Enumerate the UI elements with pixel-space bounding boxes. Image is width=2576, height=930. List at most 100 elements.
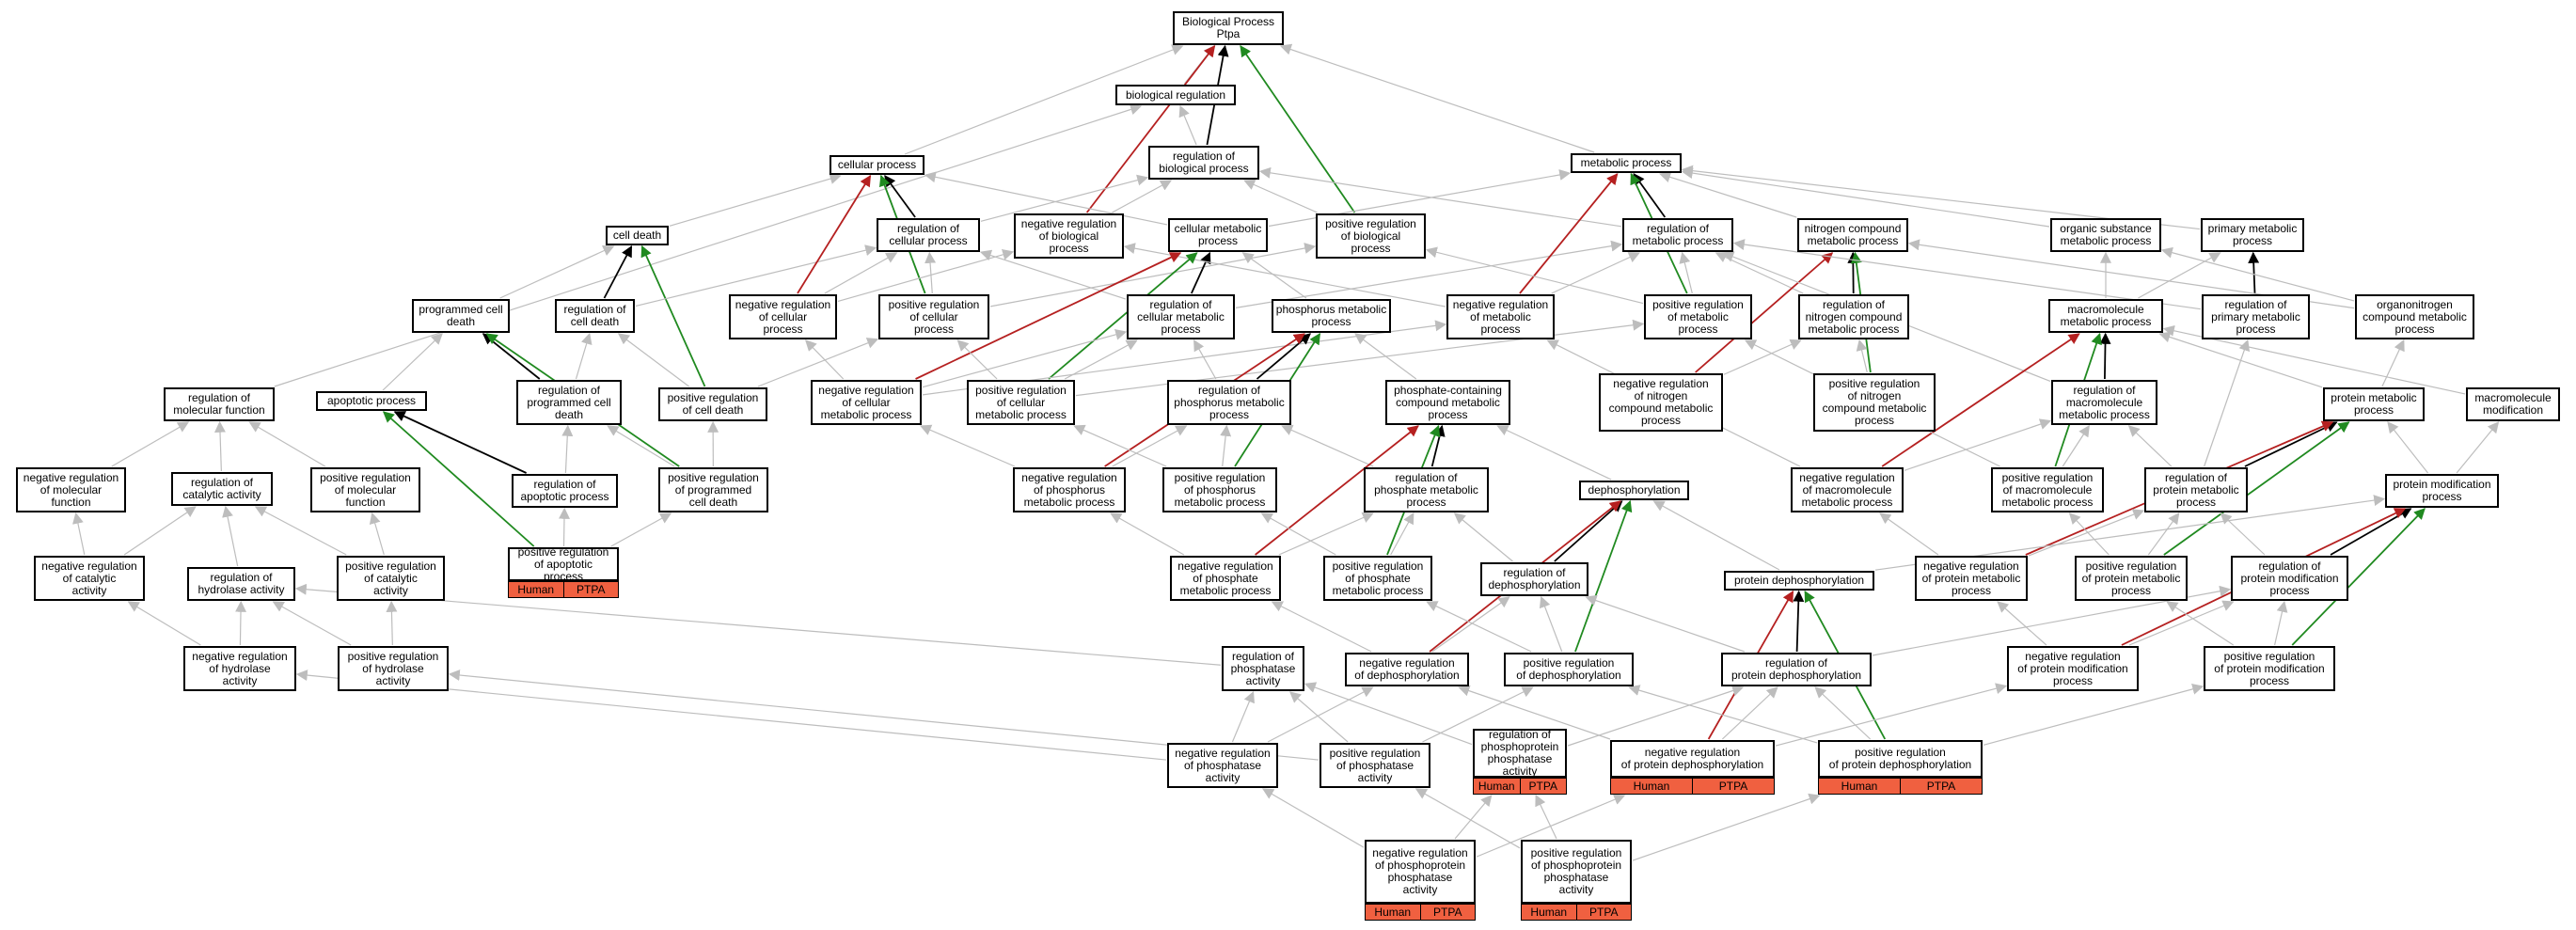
go-term-node[interactable]: metabolic process (1571, 153, 1682, 173)
go-term-node[interactable]: positive regulation of protein dephospho… (1818, 740, 1983, 778)
go-term-node[interactable]: regulation of phosphate metabolic proces… (1364, 467, 1489, 512)
go-term-node[interactable]: negative regulation of hydrolase activit… (183, 646, 296, 691)
go-term-node[interactable]: regulation of hydrolase activity (187, 567, 295, 601)
go-term-node[interactable]: negative regulation of protein dephospho… (1610, 740, 1775, 778)
go-term-node[interactable]: negative regulation of catalytic activit… (34, 556, 145, 601)
go-term-node[interactable]: protein modification process (2385, 474, 2499, 508)
go-term-node[interactable]: regulation of catalytic activity (171, 472, 273, 506)
go-term-node[interactable]: negative regulation of phosphoprotein ph… (1365, 840, 1476, 904)
go-term-node[interactable]: positive regulation of dephosphorylation (1504, 653, 1634, 686)
go-term-node[interactable]: positive regulation of cellular process (878, 294, 989, 339)
edge-is-a (1178, 104, 1197, 146)
go-term-node[interactable]: negative regulation of protein metabolic… (1915, 556, 2028, 601)
go-term-node[interactable]: regulation of protein dephosphorylation (1721, 653, 1872, 686)
go-term-node[interactable]: Biological Process Ptpa (1173, 11, 1284, 45)
go-term-node[interactable]: cellular process (830, 155, 925, 175)
go-term-node[interactable]: positive regulation of programmed cell d… (658, 467, 768, 512)
edge-is-a (1064, 339, 1138, 380)
edge-is-a (804, 339, 845, 380)
go-term-node[interactable]: programmed cell death (412, 299, 510, 333)
go-term-node[interactable]: negative regulation of cellular metaboli… (811, 380, 922, 425)
go-term-label: negative regulation of catalytic activit… (41, 559, 137, 597)
go-term-node[interactable]: phosphorus metabolic process (1272, 299, 1391, 333)
go-term-node[interactable]: regulation of dephosphorylation (1480, 562, 1588, 596)
edge-is-a (1453, 512, 1513, 562)
go-term-node[interactable]: regulation of nitrogen compound metaboli… (1798, 294, 1909, 339)
go-term-node[interactable]: cellular metabolic process (1168, 218, 1268, 252)
go-term-node[interactable]: positive regulation of protein metabolic… (2075, 556, 2188, 601)
go-term-node[interactable]: positive regulation of cellular metaboli… (967, 380, 1075, 425)
go-term-node[interactable]: positive regulation of metabolic process (1644, 294, 1752, 339)
go-term-node[interactable]: negative regulation of phosphatase activ… (1167, 743, 1278, 788)
go-term-node[interactable]: positive regulation of phosphoprotein ph… (1521, 840, 1632, 904)
go-term-node[interactable]: regulation of primary metabolic process (2202, 294, 2310, 339)
go-term-node[interactable]: organonitrogen compound metabolic proces… (2355, 294, 2474, 339)
go-term-node[interactable]: positive regulation of molecular functio… (310, 467, 420, 512)
edge-part-of (1256, 333, 1312, 380)
go-term-node[interactable]: positive regulation of biological proces… (1316, 213, 1426, 259)
go-term-node[interactable]: positive regulation of hydrolase activit… (338, 646, 449, 691)
go-term-node[interactable]: regulation of apoptotic process (512, 474, 618, 508)
go-term-node[interactable]: organic substance metabolic process (2050, 218, 2161, 252)
go-term-node[interactable]: phosphate-containing compound metabolic … (1385, 380, 1510, 425)
go-term-node[interactable]: protein metabolic process (2323, 387, 2425, 421)
go-term-node[interactable]: regulation of programmed cell death (516, 380, 622, 425)
go-term-node[interactable]: dephosphorylation (1579, 481, 1689, 500)
go-term-node[interactable]: cell death (606, 226, 669, 245)
go-term-node[interactable]: positive regulation of phosphatase activ… (1320, 743, 1430, 788)
go-term-node[interactable]: regulation of phosphoprotein phosphatase… (1473, 729, 1567, 778)
go-term-node[interactable]: positive regulation of protein modificat… (2204, 646, 2335, 691)
go-term-node[interactable]: regulation of protein modification proce… (2231, 556, 2348, 601)
go-term-node[interactable]: protein dephosphorylation (1724, 571, 1874, 591)
edge-positively-regulates (1048, 252, 1198, 380)
go-term-node[interactable]: negative regulation of biological proces… (1014, 213, 1124, 259)
edge-is-a (1431, 596, 1510, 653)
go-term-node[interactable]: regulation of protein metabolic process (2144, 467, 2248, 512)
go-term-node[interactable]: regulation of metabolic process (1622, 218, 1733, 252)
edge-is-a (1715, 252, 1804, 294)
go-term-node[interactable]: positive regulation of phosphate metabol… (1323, 556, 1432, 601)
go-term-node[interactable]: negative regulation of phosphorus metabo… (1013, 467, 1126, 512)
go-term-node[interactable]: regulation of cellular process (877, 218, 980, 252)
edge-positively-regulates (2291, 508, 2426, 646)
go-term-node[interactable]: negative regulation of protein modificat… (2007, 646, 2139, 691)
go-term-label: regulation of molecular function (173, 391, 265, 417)
go-term-node[interactable]: macromolecule metabolic process (2048, 299, 2163, 333)
edge-is-a (1193, 339, 1217, 380)
go-term-node[interactable]: positive regulation of apoptotic process (508, 545, 619, 582)
go-term-node[interactable]: nitrogen compound metabolic process (1797, 218, 1908, 252)
edge-is-a (1458, 685, 1611, 740)
go-term-node[interactable]: regulation of cell death (555, 299, 635, 333)
go-term-node[interactable]: regulation of macromolecule metabolic pr… (2051, 380, 2157, 425)
edge-negatively-regulates (1085, 45, 1216, 213)
annotation-organism: Human (1841, 780, 1878, 793)
go-term-node[interactable]: negative regulation of dephosphorylation (1345, 653, 1469, 686)
go-term-node[interactable]: positive regulation of macromolecule met… (1991, 467, 2104, 512)
go-term-node[interactable]: primary metabolic process (2201, 218, 2304, 252)
go-term-node[interactable]: positive regulation of cell death (658, 387, 767, 421)
go-term-node[interactable]: positive regulation of nitrogen compound… (1813, 373, 1936, 432)
go-term-node[interactable]: regulation of phosphatase activity (1222, 646, 1304, 691)
go-term-node[interactable]: biological regulation (1115, 85, 1236, 105)
go-term-node[interactable]: regulation of phosphorus metabolic proce… (1167, 380, 1291, 425)
go-term-node[interactable]: negative regulation of molecular functio… (16, 467, 126, 512)
edge-is-a (213, 420, 226, 472)
go-term-node[interactable]: negative regulation of phosphate metabol… (1170, 556, 1281, 601)
go-term-label: positive regulation of programmed cell d… (668, 470, 759, 509)
edge-positively-regulates (1240, 45, 1356, 213)
go-term-node[interactable]: regulation of molecular function (164, 387, 275, 421)
go-term-node[interactable]: regulation of biological process (1148, 146, 1259, 180)
go-term-node[interactable]: macromolecule modification (2466, 387, 2560, 421)
edge-is-a (2204, 339, 2251, 467)
edge-part-of (2244, 421, 2338, 467)
go-term-node[interactable]: negative regulation of metabolic process (1446, 294, 1555, 339)
go-term-node[interactable]: negative regulation of nitrogen compound… (1599, 373, 1723, 432)
go-term-node[interactable]: negative regulation of macromolecule met… (1791, 467, 1904, 512)
go-term-node[interactable]: regulation of cellular metabolic process (1127, 294, 1235, 339)
go-term-node[interactable]: positive regulation of catalytic activit… (337, 556, 445, 601)
go-term-node[interactable]: positive regulation of phosphorus metabo… (1162, 467, 1277, 512)
go-term-node[interactable]: apoptotic process (316, 391, 427, 411)
edge-is-a (1110, 512, 1185, 556)
edge-is-a (980, 174, 1149, 222)
go-term-node[interactable]: negative regulation of cellular process (729, 294, 837, 339)
